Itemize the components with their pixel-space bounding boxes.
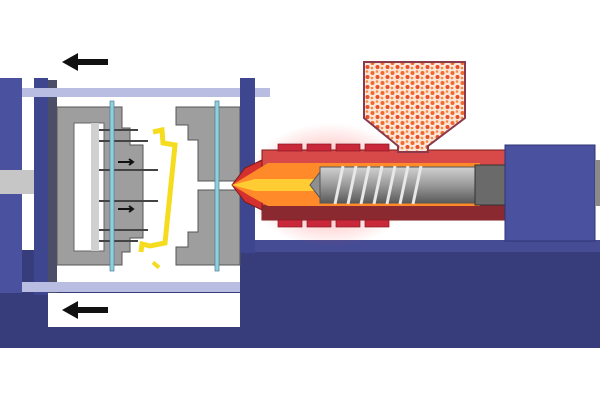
fixed-mold-half — [175, 106, 241, 266]
fixed-platen — [240, 78, 255, 253]
moving-platen — [34, 78, 48, 295]
arrow-ejector-icon — [118, 158, 135, 166]
molded-part — [138, 126, 178, 253]
moving-platen-face — [48, 80, 57, 295]
sprue-fragment — [151, 260, 161, 270]
tie-bar-bottom — [22, 282, 240, 292]
ejector-plate — [91, 123, 99, 251]
heater-bands — [277, 143, 390, 228]
clamp-cylinder-rod — [0, 170, 34, 194]
ejector-pins — [99, 129, 158, 242]
drive-rod — [595, 160, 600, 206]
cooling-channel — [109, 100, 115, 272]
sprue-channel — [200, 182, 240, 189]
injection-drive-unit — [504, 144, 596, 242]
tie-bar-top — [22, 88, 270, 97]
arrow-ejector-icon — [118, 205, 135, 213]
screw-flights — [333, 165, 423, 205]
ejector-plate-cavity — [73, 122, 105, 252]
hopper — [363, 61, 466, 153]
barrel-lower — [262, 205, 505, 220]
molten-plastic-core — [232, 179, 320, 191]
cooling-channel — [214, 100, 220, 272]
screw-drive-sleeve — [474, 164, 508, 206]
arrow-left-bottom-icon — [62, 301, 108, 319]
arrow-left-top-icon — [62, 53, 108, 71]
